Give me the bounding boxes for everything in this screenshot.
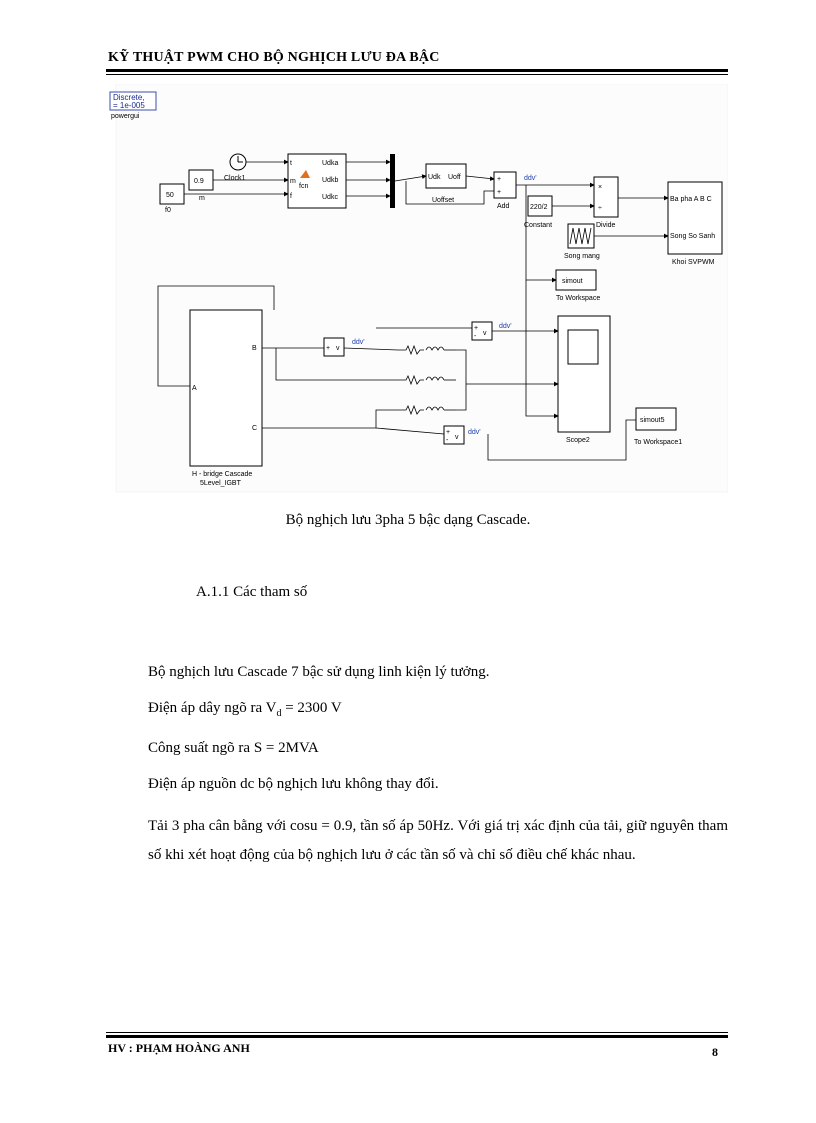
clock-label: Clock1 — [224, 175, 246, 182]
clock-block[interactable]: Clock1 — [224, 153, 247, 182]
signal-label-3: ddv' — [499, 323, 512, 330]
simout-block[interactable]: simout To Workspace — [555, 269, 600, 302]
offset-label: Uoffset — [432, 197, 454, 204]
vm-block-1[interactable]: + v — [323, 337, 345, 357]
hbridge-port-b: B — [252, 345, 257, 352]
rl-load-c — [398, 404, 456, 416]
paragraph-3: Công suất ngõ ra S = 2MVA — [148, 740, 319, 756]
fcn-out-a: Udka — [322, 160, 338, 167]
vm-block-2[interactable]: + - v — [471, 321, 493, 341]
divide-div: ÷ — [598, 205, 602, 212]
simout5-value: simout5 — [640, 417, 665, 424]
offset-in: Udk — [428, 174, 441, 181]
vm2-label: v — [483, 330, 487, 337]
rl-load-b — [398, 374, 456, 386]
header-rule — [106, 69, 728, 72]
signal-label-1: ddv' — [524, 175, 537, 182]
hbridge-label1: H - bridge Cascade — [192, 471, 252, 478]
const-m-label: m — [199, 195, 205, 202]
simout-value: simout — [562, 278, 583, 285]
hbridge-port-c: C — [252, 425, 257, 432]
fcn-out-b: Udkb — [322, 177, 338, 184]
const-f0-value: 50 — [166, 192, 174, 199]
signal-label-4: ddv' — [468, 429, 481, 436]
constant-label: Constant — [524, 222, 552, 229]
vm2-plus: + — [474, 325, 478, 332]
svpwm-in2: Song So Sanh — [670, 233, 715, 240]
fcn-in-t: t — [290, 160, 292, 167]
svpwm-block[interactable]: Ba pha A B C Song So Sanh Khoi SVPWM — [667, 181, 723, 266]
vm1-plus: + — [326, 345, 330, 352]
offset-out: Uoff — [448, 174, 461, 181]
constant-value: 220/2 — [530, 204, 548, 211]
song-mang-block[interactable]: Song mang — [564, 223, 600, 260]
const-f0-label: f0 — [165, 207, 171, 214]
vm3-plus: + — [446, 429, 450, 436]
fcn-label: fcn — [299, 183, 308, 190]
add-label: Add — [497, 203, 510, 210]
paragraph-4: Điện áp nguồn dc bộ nghịch lưu không tha… — [148, 776, 439, 792]
scope-block[interactable]: Scope2 — [557, 315, 611, 444]
paragraph-5: Tải 3 pha cân bằng với cosu = 0.9, tần s… — [148, 818, 728, 863]
divide-x: × — [598, 184, 602, 191]
rl-load-a — [398, 344, 456, 356]
paragraph-2-pre: Điện áp dây ngõ ra V — [148, 700, 277, 716]
matlab-icon — [300, 170, 310, 178]
add-plus1: + — [497, 176, 501, 183]
vm3-label: v — [455, 434, 459, 441]
simulink-diagram: Discrete, = 1e-005 powergui 50 f0 0.9 m … — [106, 84, 728, 494]
song-mang-label: Song mang — [564, 253, 600, 260]
constant-block[interactable]: 220/2 Constant — [524, 195, 553, 229]
mux-bar — [390, 154, 395, 208]
page-number: 8 — [712, 1045, 718, 1059]
fcn-in-f: f — [290, 193, 292, 200]
powergui-line2: = 1e-005 — [113, 101, 145, 110]
powergui-label: powergui — [111, 113, 140, 120]
vm1-label: v — [336, 345, 340, 352]
powergui-line1: Discrete, — [113, 93, 145, 102]
signal-label-2: ddv' — [352, 339, 365, 346]
svpwm-in1: Ba pha A B C — [670, 196, 712, 203]
page-header-title: KỸ THUẬT PWM CHO BỘ NGHỊCH LƯU ĐA BẬC — [108, 50, 440, 65]
powergui-block[interactable]: Discrete, = 1e-005 powergui — [109, 91, 157, 120]
hbridge-block[interactable]: A B C H - bridge Cascade 5Level_IGBT — [189, 309, 263, 487]
paragraph-2-post: = 2300 V — [281, 700, 342, 716]
simout-label: To Workspace — [556, 295, 600, 302]
header-rule-thin — [106, 74, 728, 75]
fcn-out-c: Udkc — [322, 194, 338, 201]
simout5-block[interactable]: simout5 To Workspace1 — [634, 407, 682, 446]
figure-caption: Bộ nghịch lưu 3pha 5 bậc dạng Cascade. — [285, 512, 531, 528]
section-heading: A.1.1 Các tham số — [196, 584, 308, 600]
add-plus2: + — [497, 189, 501, 196]
paragraph-1: Bộ nghịch lưu Cascade 7 bậc sử dụng linh… — [148, 664, 490, 680]
fcn-block[interactable]: t m f fcn Udka Udkb Udkc — [287, 153, 347, 209]
vm3-minus: - — [446, 437, 449, 444]
divide-label: Divide — [596, 222, 616, 229]
hbridge-label2: 5Level_IGBT — [200, 480, 242, 487]
footer-rule — [106, 1035, 728, 1038]
svpwm-label: Khoi SVPWM — [672, 259, 715, 266]
paragraph-2-sub: d — [276, 708, 282, 719]
footer-rule-thin — [106, 1032, 728, 1033]
simout5-label: To Workspace1 — [634, 439, 682, 446]
vm2-minus: - — [474, 333, 477, 340]
fcn-in-m: m — [290, 178, 296, 185]
scope-label: Scope2 — [566, 437, 590, 444]
const-m-value: 0.9 — [194, 178, 204, 185]
paragraph-2: Điện áp dây ngõ ra Vd = 2300 V — [148, 700, 342, 719]
footer-author: HV : PHẠM HOÀNG ANH — [108, 1041, 250, 1055]
divide-block[interactable]: × ÷ Divide — [593, 176, 619, 229]
vm-block-3[interactable]: + - v — [443, 425, 465, 445]
hbridge-port-a: A — [192, 385, 197, 392]
